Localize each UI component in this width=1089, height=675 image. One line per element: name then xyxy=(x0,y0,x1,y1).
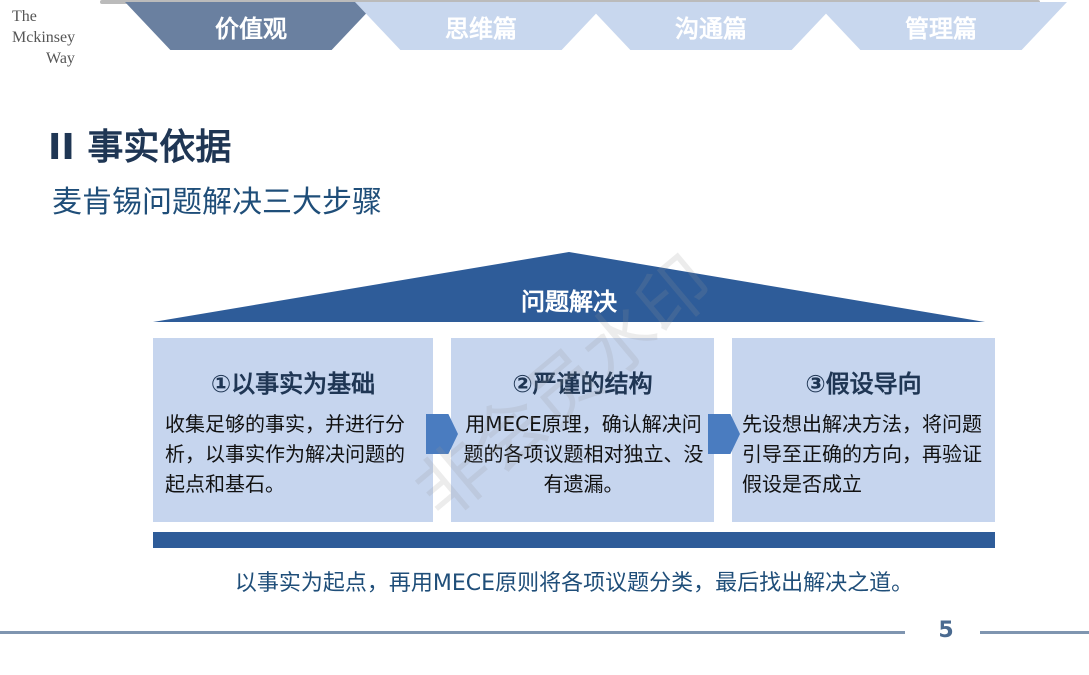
page-subtitle: 麦肯锡问题解决三大步骤 xyxy=(52,185,382,220)
logo: The Mckinsey Way xyxy=(12,6,75,69)
roof-label: 问题解决 xyxy=(521,288,617,316)
step-box-2: ②严谨的结构 用MECE原理，确认解决问题的各项议题相对独立、没有遗漏。 xyxy=(451,338,714,522)
summary-text: 以事实为起点，再用MECE原则将各项议题分类，最后找出解决之道。 xyxy=(234,571,914,596)
roof-shape: 问题解决 xyxy=(153,252,985,322)
tab-management[interactable]: 管理篇 xyxy=(815,2,1067,50)
page-number: 5 xyxy=(938,618,954,643)
step-box-3: ③假设导向 先设想出解决方法，将问题引导至正确的方向，再验证假设是否成立 xyxy=(732,338,995,522)
step-title: ②严谨的结构 xyxy=(512,370,653,398)
step-title: ①以事实为基础 xyxy=(210,370,376,398)
tab-communication[interactable]: 沟通篇 xyxy=(585,2,837,50)
step-title: ③假设导向 xyxy=(805,370,922,398)
logo-line: The xyxy=(12,8,37,25)
tab-thinking[interactable]: 思维篇 xyxy=(355,2,607,50)
base-bar xyxy=(153,532,995,548)
step-box-1: ①以事实为基础 收集足够的事实，并进行分析，以事实作为解决问题的起点和基石。 xyxy=(153,338,433,522)
logo-line: Way xyxy=(46,50,75,67)
footer-line xyxy=(0,631,905,634)
step-text: 先设想出解决方法，将问题引导至正确的方向，再验证假设是否成立 xyxy=(742,412,982,496)
footer-line xyxy=(980,631,1089,634)
step-text: 用MECE原理，确认解决问题的各项议题相对独立、没有遗漏。 xyxy=(463,412,704,496)
page-title: II 事实依据 xyxy=(48,127,232,168)
logo-line: Mckinsey xyxy=(12,29,76,46)
step-text: 收集足够的事实，并进行分析，以事实作为解决问题的起点和基石。 xyxy=(165,412,405,496)
tab-values[interactable]: 价值观 xyxy=(125,2,377,50)
